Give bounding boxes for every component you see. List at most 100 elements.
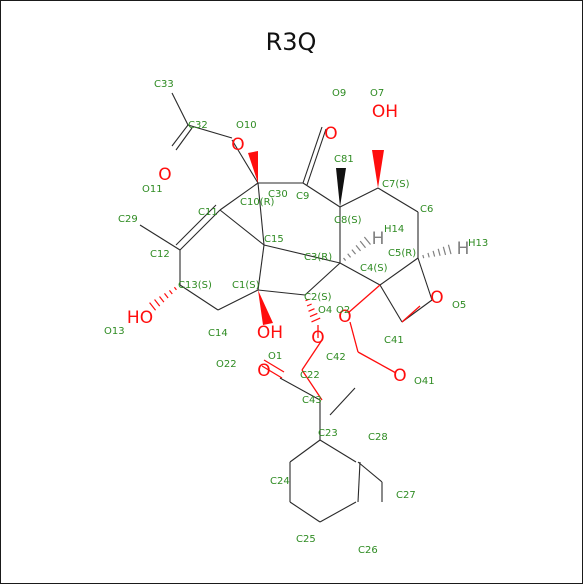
atom-label: C11 xyxy=(198,207,218,218)
oxygen-bond-3 xyxy=(347,284,381,314)
bond-7 xyxy=(306,128,327,186)
atom-label: C41 xyxy=(384,335,404,346)
atom-label: C43 xyxy=(302,395,322,406)
atom-label: O5 xyxy=(452,300,466,311)
atom-label: C7(S) xyxy=(382,179,410,190)
bond-30 xyxy=(417,257,433,301)
bond-35 xyxy=(357,461,361,503)
atom-label: O13 xyxy=(104,326,125,337)
bond-36 xyxy=(319,501,357,523)
bond-37 xyxy=(289,501,321,523)
atom-label: O1 xyxy=(268,351,282,362)
atom-label: H14 xyxy=(384,224,404,235)
stereo-bonds xyxy=(149,150,452,401)
bond-21 xyxy=(304,262,341,296)
oxygen-bond-1 xyxy=(301,339,323,371)
bond-1 xyxy=(171,124,189,147)
oxygen-bond-2 xyxy=(301,369,323,401)
hash-c2-o2 xyxy=(305,298,321,323)
bond-16 xyxy=(179,284,219,311)
wedge-c8-c81 xyxy=(336,168,346,207)
atom-label: C6 xyxy=(420,204,433,215)
oxygen-bond-7 xyxy=(263,359,285,373)
hetero-label: O xyxy=(158,165,171,185)
bond-22 xyxy=(339,187,379,208)
wedge-c7-o7 xyxy=(372,150,384,188)
atom-label: H13 xyxy=(468,238,488,249)
atom-label: O2 xyxy=(336,305,350,316)
hetero-label: O xyxy=(430,288,443,308)
bond-14 xyxy=(219,209,265,246)
hash-c5-h13 xyxy=(422,244,452,259)
atom-label: C28 xyxy=(368,432,388,443)
bond-23 xyxy=(377,187,419,213)
hetero-label: H xyxy=(372,229,385,249)
atom-label: C81 xyxy=(334,154,354,165)
bond-31 xyxy=(279,377,321,401)
bond-41 xyxy=(329,387,356,416)
atom-label: C1(S) xyxy=(232,280,260,291)
bond-13 xyxy=(139,224,181,251)
bond-3 xyxy=(187,124,233,139)
atom-label: C5(R) xyxy=(388,248,416,259)
bonds xyxy=(139,92,433,523)
hetero-label: HO xyxy=(127,308,153,328)
bond-6 xyxy=(302,126,323,184)
bond-33 xyxy=(289,439,321,463)
atom-label: C3(R) xyxy=(304,252,332,263)
atom-label: C9 xyxy=(296,191,309,202)
atom-label: C15 xyxy=(264,234,284,245)
hetero-label: O xyxy=(338,307,351,327)
bond-11 xyxy=(179,209,221,251)
atom-label: O22 xyxy=(216,359,237,370)
bond-34 xyxy=(319,439,357,463)
atom-label: C29 xyxy=(118,214,138,225)
bond-8 xyxy=(302,182,341,208)
bond-0 xyxy=(171,92,189,126)
atom-label: O10 xyxy=(236,120,257,131)
hetero-label: O xyxy=(324,124,337,144)
bond-19 xyxy=(257,289,306,296)
atom-label: C13(S) xyxy=(178,280,212,291)
hetero-label: O xyxy=(231,135,244,155)
hetero-label: O xyxy=(393,366,406,386)
bond-10 xyxy=(257,182,265,246)
bond-17 xyxy=(217,289,259,311)
atom-label: C10(R) xyxy=(240,197,275,208)
bond-39 xyxy=(357,461,383,483)
atom-label: C26 xyxy=(358,545,378,556)
atom-label: C8(S) xyxy=(334,215,362,226)
atom-label: C24 xyxy=(270,476,290,487)
atom-label: C27 xyxy=(396,490,416,501)
hash-c3-h14 xyxy=(343,236,371,261)
molecule-title: R3Q xyxy=(266,28,317,56)
oxygen-bond-8 xyxy=(401,305,421,323)
atom-label: C33 xyxy=(154,79,174,90)
wedge-c10-o10 xyxy=(248,151,258,183)
atom-label: O41 xyxy=(414,376,435,387)
hetero-label: O xyxy=(311,328,324,348)
atom-label: C14 xyxy=(208,328,228,339)
bond-25 xyxy=(379,257,419,286)
bond-4 xyxy=(231,139,259,184)
hetero-label: OH xyxy=(372,102,398,122)
atom-label: C25 xyxy=(296,534,316,545)
bond-26 xyxy=(339,262,381,286)
hash-c13-o13 xyxy=(149,286,177,311)
bond-2 xyxy=(175,127,193,151)
atom-label: C42 xyxy=(326,352,346,363)
bond-18 xyxy=(257,244,265,291)
atom-label: C23 xyxy=(318,428,338,439)
atom-label: C32 xyxy=(188,120,208,131)
atom-label: C4(S) xyxy=(360,263,388,274)
atom-label: O7 xyxy=(370,88,384,99)
atom-label: O9 xyxy=(332,88,346,99)
bond-20 xyxy=(263,244,341,264)
atom-label: C2(S) xyxy=(304,292,332,303)
atom-label: C12 xyxy=(150,249,170,260)
hetero-label: OH xyxy=(257,323,283,343)
atom-label: O11 xyxy=(142,184,163,195)
bond-28 xyxy=(379,284,403,323)
